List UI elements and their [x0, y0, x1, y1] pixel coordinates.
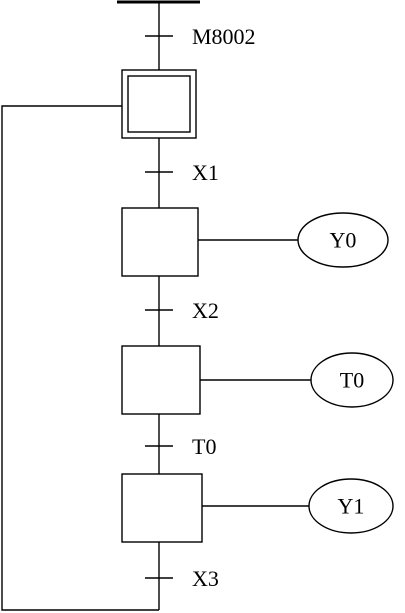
- transition-label-init: M8002: [192, 24, 256, 49]
- transition-label-3: T0: [192, 434, 216, 459]
- action-label-2: T0: [340, 368, 364, 393]
- loop-back-line: [1, 105, 159, 611]
- action-oval-2: [310, 352, 394, 408]
- action-label-1: Y0: [330, 228, 357, 253]
- transition-label-2: X2: [192, 298, 219, 323]
- transition-label-4: X3: [192, 566, 219, 591]
- action-label-3: Y1: [338, 494, 365, 519]
- transition-label-1: X1: [192, 160, 219, 185]
- step-box-2: [121, 345, 201, 415]
- step-box-1: [121, 207, 199, 277]
- step-box-3: [121, 473, 203, 543]
- action-oval-3: [308, 478, 394, 534]
- action-oval-1: [297, 212, 389, 268]
- initial-step: [121, 69, 197, 139]
